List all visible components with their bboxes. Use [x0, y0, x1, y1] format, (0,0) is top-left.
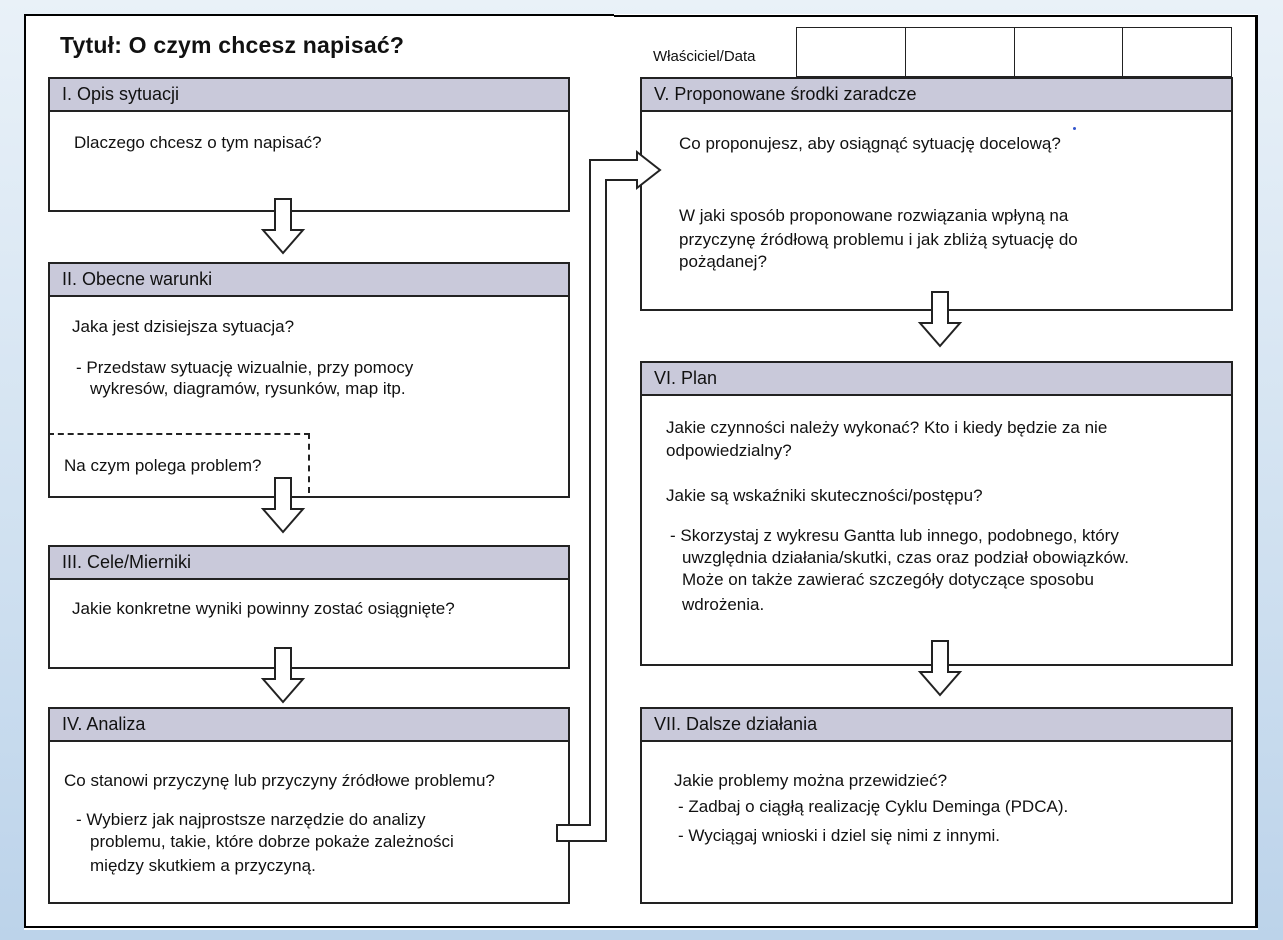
section-question: W jaki sposób proponowane rozwiązania wp… — [679, 206, 1069, 225]
down-arrow-3-4 — [260, 647, 306, 704]
section-question: Co proponujesz, aby osiągnąć sytuację do… — [679, 134, 1061, 153]
section-header: III. Cele/Mierniki — [50, 547, 568, 580]
section-question: Co stanowi przyczynę lub przyczyny źródł… — [64, 771, 495, 790]
section-goals-metrics: III. Cele/Mierniki Jakie konkretne wynik… — [48, 545, 570, 669]
section-further-actions: VII. Dalsze działania Jakie problemy moż… — [640, 707, 1233, 904]
section-question: pożądanej? — [679, 252, 767, 271]
section-question: odpowiedzialny? — [666, 441, 792, 460]
section-question: Jakie problemy można przewidzieć? — [674, 771, 948, 790]
section-header: VII. Dalsze działania — [642, 709, 1231, 742]
section-hint: - Skorzystaj z wykresu Gantta lub innego… — [670, 526, 1119, 545]
section-hint: - Wybierz jak najprostsze narzędzie do a… — [76, 810, 426, 829]
section-header: I. Opis sytuacji — [50, 79, 568, 112]
section-question: Dlaczego chcesz o tym napisać? — [74, 133, 322, 152]
section-question: przyczynę źródłową problemu i jak zbliżą… — [679, 230, 1078, 249]
down-arrow-2-3 — [260, 477, 306, 534]
section-hint: wdrożenia. — [682, 595, 765, 614]
owner-date-grid — [796, 27, 1232, 77]
sheet-border-bottom — [24, 926, 1258, 928]
section-question: Jakie są wskaźniki skuteczności/postępu? — [666, 486, 983, 505]
sheet-border-top-right — [614, 15, 1258, 17]
stray-dot — [1073, 127, 1076, 130]
section-hint: wykresów, diagramów, rysunków, map itp. — [90, 379, 406, 398]
section-plan: VI. Plan Jakie czynności należy wykonać?… — [640, 361, 1233, 666]
section-question: Jakie konkretne wyniki powinny zostać os… — [72, 599, 455, 618]
section-hint: uwzględnia działania/skutki, czas oraz p… — [682, 548, 1129, 567]
sheet-border-left — [24, 14, 26, 928]
owner-date-label: Właściciel/Data — [653, 48, 756, 65]
down-arrow-1-2 — [260, 198, 306, 255]
section-header: VI. Plan — [642, 363, 1231, 396]
sheet-border-top-left — [24, 14, 614, 16]
down-arrow-6-7 — [917, 640, 963, 697]
owner-date-cell[interactable] — [1015, 28, 1124, 76]
owner-date-cell[interactable] — [797, 28, 906, 76]
section-hint: między skutkiem a przyczyną. — [90, 856, 316, 875]
section-hint: - Wyciągaj wnioski i dziel się nimi z in… — [678, 826, 1000, 845]
section-header: V. Proponowane środki zaradcze — [642, 79, 1231, 112]
section-hint: Może on także zawierać szczegóły dotyczą… — [682, 570, 1094, 589]
section-situation-description: I. Opis sytuacji Dlaczego chcesz o tym n… — [48, 77, 570, 212]
page-title: Tytuł: O czym chcesz napisać? — [60, 32, 405, 58]
connector-arrow-4-5 — [556, 149, 662, 842]
owner-date-cell[interactable] — [906, 28, 1015, 76]
section-hint: - Przedstaw sytuację wizualnie, przy pom… — [76, 358, 414, 377]
problem-question: Na czym polega problem? — [64, 456, 262, 475]
section-question: Jaka jest dzisiejsza sytuacja? — [72, 317, 295, 336]
section-hint: - Zadbaj o ciągłą realizację Cyklu Demin… — [678, 797, 1069, 816]
sheet-border-right — [1255, 15, 1258, 928]
down-arrow-5-6 — [917, 291, 963, 348]
problem-dashed-frame — [48, 433, 310, 493]
section-header: IV. Analiza — [50, 709, 568, 742]
section-header: II. Obecne warunki — [50, 264, 568, 297]
section-hint: problemu, takie, które dobrze pokaże zal… — [90, 832, 454, 851]
section-question: Jakie czynności należy wykonać? Kto i ki… — [666, 418, 1108, 437]
section-analysis: IV. Analiza Co stanowi przyczynę lub prz… — [48, 707, 570, 904]
